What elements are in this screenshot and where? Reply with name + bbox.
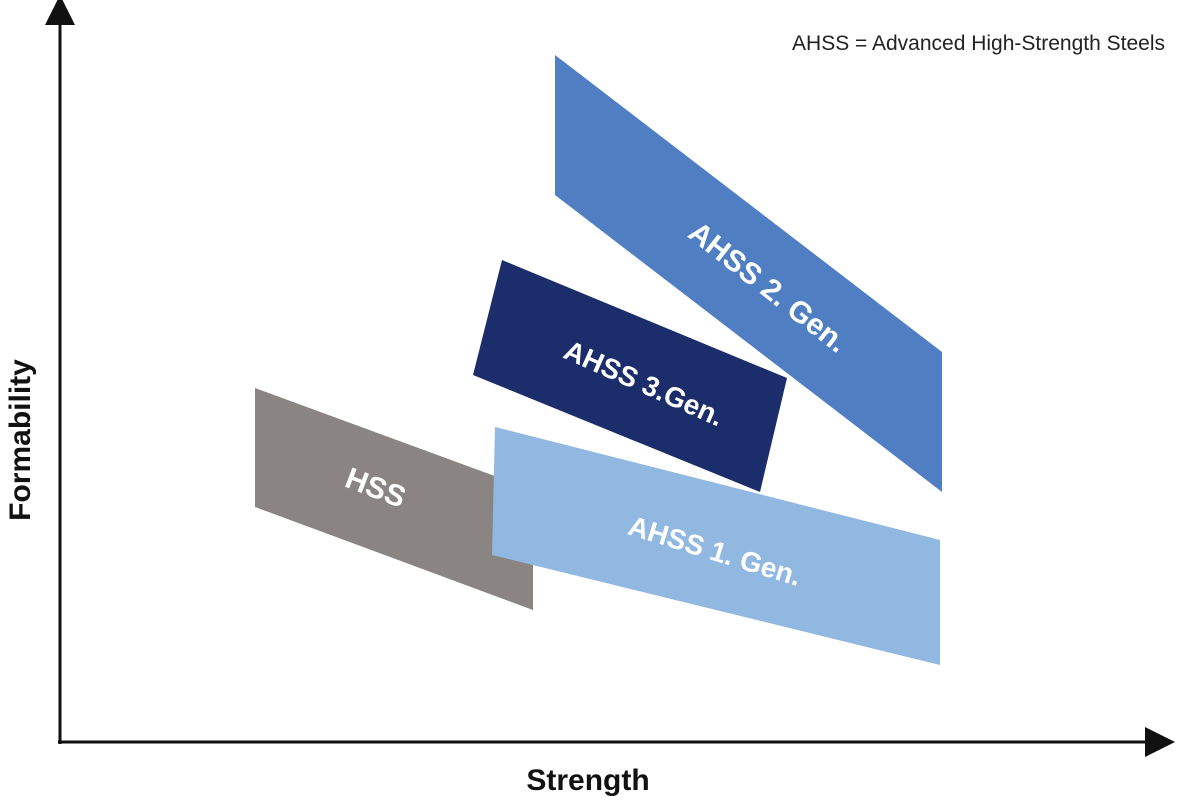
region-ahss-1-gen <box>492 427 940 665</box>
region-ahss-3-gen <box>473 260 787 492</box>
region-ahss-2-gen <box>555 55 942 492</box>
legend-note: AHSS = Advanced High-Strength Steels <box>792 32 1165 55</box>
y-axis-label: Formability <box>4 359 37 521</box>
x-axis-label: Strength <box>526 764 649 797</box>
region-hss <box>255 388 533 610</box>
